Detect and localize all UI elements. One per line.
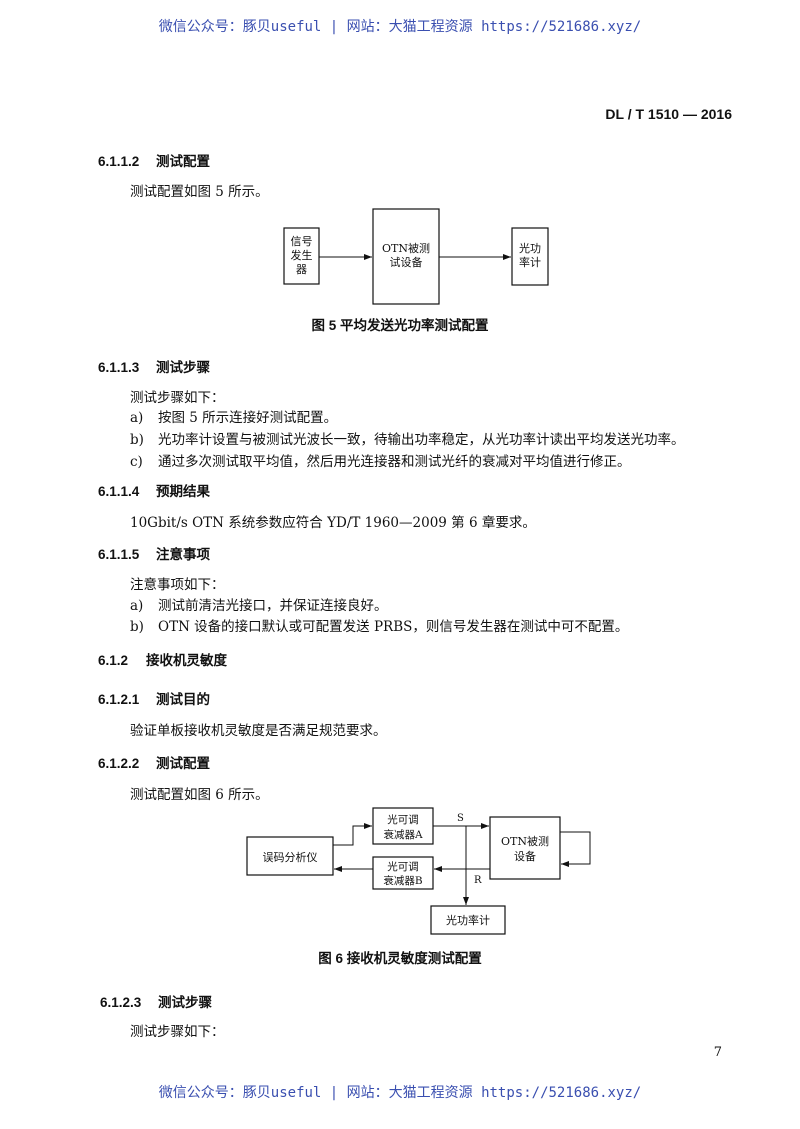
list-item: a) 测试前清洁光接口，并保证连接良好。 — [130, 594, 388, 614]
heading-number: 6.1.2.3 — [100, 995, 142, 1010]
list-marker: a) — [130, 598, 144, 614]
heading-title: 注意事项 — [156, 547, 210, 562]
heading-6-1-2-3: 6.1.2.3 测试步骤 — [100, 991, 212, 1011]
standard-number: DL / T 1510 — 2016 — [605, 106, 732, 122]
list-marker: b) — [130, 432, 144, 448]
paragraph: 验证单板接收机灵敏度是否满足规范要求。 — [130, 723, 387, 739]
paragraph: 测试步骤如下： — [130, 390, 225, 406]
heading-number: 6.1.2 — [98, 653, 129, 668]
otn-dut-label-1: OTN被测 — [501, 835, 549, 848]
heading-6-1-1-2: 6.1.1.2 测试配置 — [98, 150, 210, 170]
paragraph: 测试配置如图 5 所示。 — [130, 184, 269, 200]
heading-number: 6.1.1.4 — [98, 484, 140, 499]
list-item: c) 通过多次测试取平均值，然后用光连接器和测试光纤的衰减对平均值进行修正。 — [130, 450, 631, 470]
list-item: b) 光功率计设置与被测试光波长一致，待输出功率稳定，从光功率计读出平均发送光功率… — [130, 428, 685, 448]
attenuator-b-label-2: 衰减器B — [383, 874, 422, 887]
heading-number: 6.1.1.5 — [98, 547, 140, 562]
ber-analyzer-box — [246, 836, 334, 876]
heading-title: 测试步骤 — [156, 360, 210, 375]
heading-title: 测试步骤 — [158, 995, 212, 1010]
heading-6-1-2-1: 6.1.2.1 测试目的 — [98, 688, 210, 708]
paragraph: 测试配置如图 6 所示。 — [130, 787, 269, 803]
attenuator-a-label-2: 衰减器A — [383, 828, 422, 841]
attenuator-b-box — [372, 856, 434, 890]
heading-title: 测试配置 — [156, 756, 210, 771]
ber-analyzer-label: 误码分析仪 — [263, 850, 318, 864]
figure-5-caption: 图 5 平均发送光功率测试配置 — [311, 318, 489, 333]
list-item: a) 按图 5 所示连接好测试配置。 — [130, 406, 337, 426]
attenuator-a-label-1: 光可调 — [387, 813, 419, 826]
list-item: b) OTN 设备的接口默认或可配置发送 PRBS，则信号发生器在测试中可不配置。 — [130, 615, 628, 635]
label-r: R — [474, 875, 482, 886]
power-meter-box — [430, 905, 506, 935]
list-text: OTN 设备的接口默认或可配置发送 PRBS，则信号发生器在测试中可不配置。 — [158, 619, 629, 635]
page-number: 7 — [713, 1045, 722, 1060]
power-meter-box — [511, 227, 549, 286]
otn-dut-label-1: OTN被测 — [382, 242, 430, 255]
figure-6-diagram: 误码分析仪 光可调 衰减器A 光可调 衰减器B OTN被测 设备 光功率计 S … — [246, 807, 591, 935]
figure-5-diagram: 信号 发生 器 OTN被测 试设备 光功 率计 — [283, 208, 549, 305]
heading-6-1-2: 6.1.2 接收机灵敏度 — [98, 649, 227, 669]
heading-6-1-2-2: 6.1.2.2 测试配置 — [98, 752, 210, 772]
list-marker: b) — [130, 619, 144, 635]
list-marker: a) — [130, 410, 144, 426]
signal-generator-label-3: 器 — [296, 263, 307, 276]
watermark-bottom: 微信公众号：豚贝useful | 网站：大猫工程资源 https://52168… — [158, 1085, 642, 1101]
heading-title: 预期结果 — [156, 484, 210, 499]
signal-generator-label-1: 信号 — [291, 235, 313, 248]
list-text: 按图 5 所示连接好测试配置。 — [158, 410, 338, 426]
paragraph: 10Gbit/s OTN 系统参数应符合 YD/T 1960—2009 第 6 … — [130, 515, 536, 531]
heading-title: 接收机灵敏度 — [146, 653, 227, 668]
list-marker: c) — [130, 454, 143, 470]
attenuator-b-label-1: 光可调 — [387, 860, 419, 873]
heading-6-1-1-3: 6.1.1.3 测试步骤 — [98, 356, 210, 376]
list-text: 光功率计设置与被测试光波长一致，待输出功率稳定，从光功率计读出平均发送光功率。 — [158, 432, 685, 448]
watermark-top: 微信公众号：豚贝useful | 网站：大猫工程资源 https://52168… — [158, 19, 642, 35]
otn-dut-box — [489, 816, 561, 880]
otn-dut-label-2: 设备 — [514, 849, 536, 863]
heading-number: 6.1.1.2 — [98, 154, 140, 169]
heading-number: 6.1.2.2 — [98, 756, 140, 771]
heading-title: 测试配置 — [156, 154, 210, 169]
heading-6-1-1-5: 6.1.1.5 注意事项 — [98, 543, 210, 563]
figure-6-caption: 图 6 接收机灵敏度测试配置 — [318, 951, 482, 966]
signal-generator-box — [283, 227, 320, 285]
paragraph: 注意事项如下： — [130, 577, 225, 593]
heading-number: 6.1.1.3 — [98, 360, 140, 375]
arrow-dut-loopback — [560, 831, 591, 867]
signal-generator-label-2: 发生 — [291, 248, 313, 262]
paragraph: 测试步骤如下： — [130, 1024, 225, 1040]
power-meter-label: 光功率计 — [446, 913, 490, 927]
heading-title: 测试目的 — [156, 692, 210, 707]
power-meter-label-2: 率计 — [519, 255, 541, 269]
arrow-ber-to-att-a — [333, 823, 372, 846]
power-meter-label-1: 光功 — [519, 241, 541, 255]
label-s: S — [457, 813, 464, 824]
otn-dut-label-2: 试设备 — [390, 255, 423, 269]
heading-6-1-1-4: 6.1.1.4 预期结果 — [98, 480, 210, 500]
list-text: 通过多次测试取平均值，然后用光连接器和测试光纤的衰减对平均值进行修正。 — [158, 454, 631, 470]
list-text: 测试前清洁光接口，并保证连接良好。 — [158, 598, 388, 614]
heading-number: 6.1.2.1 — [98, 692, 140, 707]
